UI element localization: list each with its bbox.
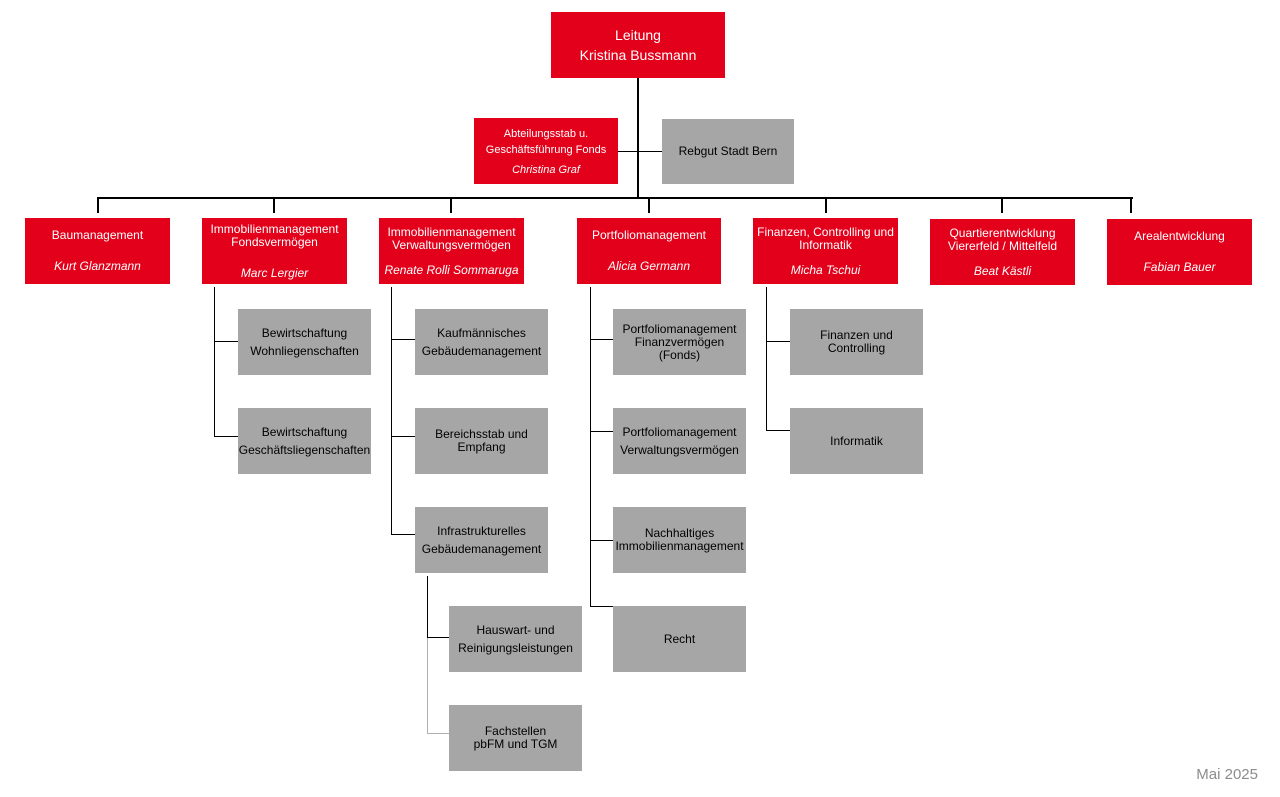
department-title: Immobilienmanagement Fondsvermögen: [210, 221, 339, 249]
connector-finanzen-1: [766, 341, 790, 342]
connector-fonds-2: [214, 436, 238, 437]
department-head: Micha Tschui: [790, 262, 861, 277]
unit-label: Informatik: [830, 433, 883, 448]
rebgut-box: Rebgut Stadt Bern: [662, 119, 794, 184]
connector-verwaltung-1: [391, 339, 415, 340]
unit-label: Fachstellen pbFM und TGM: [473, 724, 558, 751]
leitung-box: Leitung Kristina Bussmann: [551, 12, 725, 78]
department-finanzen: Finanzen, Controlling und Informatik Mic…: [753, 218, 898, 284]
connector-portfolio-4: [590, 606, 613, 607]
unit-portfolio-verwaltungsvermoegen: Portfoliomanagement Verwaltungsvermögen: [613, 408, 746, 474]
unit-recht: Recht: [613, 606, 746, 672]
unit-label: Nachhaltiges Immobilienmanagement: [615, 526, 744, 553]
connector-verwaltung-vertical: [391, 287, 392, 535]
department-head: Marc Lergier: [240, 265, 309, 280]
connector-bar-drop-1: [97, 197, 99, 213]
leitung-name: Kristina Bussmann: [579, 47, 697, 63]
connector-bar-drop-2: [273, 197, 275, 213]
unit-wohnliegenschaften: Bewirtschaftung Wohnliegenschaften: [238, 309, 371, 375]
unit-geschaeftsliegenschaften: Bewirtschaftung Geschäftsliegenschaften: [238, 408, 371, 474]
unit-label: Hauswart- und Reinigungsleistungen: [458, 623, 573, 655]
department-head: Renate Rolli Sommaruga: [384, 262, 519, 277]
connector-bar-drop-3: [450, 197, 452, 213]
connector-verwaltung-3: [391, 534, 415, 535]
unit-label: Recht: [663, 631, 696, 646]
unit-label: Infrastrukturelles Gebäudemanagement: [421, 524, 542, 556]
date-footer: Mai 2025: [1196, 766, 1258, 783]
department-areal: Arealentwicklung Fabian Bauer: [1107, 219, 1252, 285]
department-title: Baumanagement: [51, 228, 144, 242]
unit-finanzen-controlling: Finanzen und Controlling: [790, 309, 923, 375]
department-title: Immobilienmanagement Verwaltungsvermögen: [387, 224, 516, 252]
unit-label: Bereichsstab und Empfang: [435, 427, 528, 454]
unit-label: Kaufmännisches Gebäudemanagement: [421, 326, 542, 358]
unit-infrastrukturelles-gm: Infrastrukturelles Gebäudemanagement: [415, 507, 548, 573]
connector-fonds-vertical: [214, 287, 215, 437]
connector-bar-drop-4: [648, 197, 650, 213]
connector-top-vertical: [637, 78, 639, 198]
connector-bar-drop-6: [1001, 197, 1003, 213]
unit-fachstellen: Fachstellen pbFM und TGM: [449, 705, 582, 771]
leitung-title: Leitung: [615, 27, 661, 43]
connector-bar-drop-7: [1130, 197, 1132, 213]
connector-finanzen-vertical: [766, 287, 767, 431]
connector-portfolio-2: [590, 431, 613, 432]
department-title: Finanzen, Controlling und Informatik: [757, 224, 894, 252]
unit-label: Portfoliomanagement Finanzvermögen (Fond…: [622, 321, 737, 362]
unit-informatik: Informatik: [790, 408, 923, 474]
connector-infra-vertical-bottom: [427, 638, 428, 734]
department-immobilien-verwaltung: Immobilienmanagement Verwaltungsvermögen…: [379, 218, 524, 284]
department-title: Portfoliomanagement: [591, 228, 707, 242]
connector-infra-1: [427, 637, 449, 638]
department-portfolio: Portfoliomanagement Alicia Germann: [577, 218, 721, 284]
department-title: Arealentwicklung: [1134, 229, 1225, 243]
connector-verwaltung-2: [391, 436, 415, 437]
unit-label: Bewirtschaftung Geschäftsliegenschaften: [238, 425, 371, 457]
department-head: Kurt Glanzmann: [54, 259, 141, 273]
connector-fonds-1: [214, 341, 238, 342]
unit-hauswart: Hauswart- und Reinigungsleistungen: [449, 606, 582, 672]
unit-label: Portfoliomanagement Verwaltungsvermögen: [620, 425, 739, 457]
department-head: Beat Kästli: [973, 263, 1032, 278]
department-quartier: Quartierentwicklung Viererfeld / Mittelf…: [930, 219, 1075, 285]
connector-infra-2: [427, 733, 449, 734]
staff-title: Abteilungsstab u. Geschäftsführung Fonds: [485, 127, 607, 156]
unit-label: Bewirtschaftung Wohnliegenschaften: [250, 326, 359, 358]
connector-staff: [618, 151, 662, 152]
connector-bar-drop-5: [825, 197, 827, 213]
rebgut-title: Rebgut Stadt Bern: [678, 144, 778, 158]
department-immobilien-fonds: Immobilienmanagement Fondsvermögen Marc …: [202, 218, 347, 284]
department-title: Quartierentwicklung Viererfeld / Mittelf…: [947, 225, 1058, 253]
unit-kaufmaennisches-gm: Kaufmännisches Gebäudemanagement: [415, 309, 548, 375]
connector-portfolio-vertical: [590, 287, 591, 607]
department-head: Alicia Germann: [607, 259, 691, 273]
staff-name: Christina Graf: [512, 163, 580, 176]
connector-portfolio-3: [590, 540, 613, 541]
unit-portfolio-finanzvermoegen: Portfoliomanagement Finanzvermögen (Fond…: [613, 309, 746, 375]
connector-finanzen-2: [766, 430, 790, 431]
unit-nachhaltiges: Nachhaltiges Immobilienmanagement: [613, 507, 746, 573]
department-baumanagement: Baumanagement Kurt Glanzmann: [25, 218, 170, 284]
department-head: Fabian Bauer: [1143, 260, 1216, 274]
connector-portfolio-1: [590, 339, 613, 340]
unit-label: Finanzen und Controlling: [820, 328, 893, 355]
staff-box: Abteilungsstab u. Geschäftsführung Fonds…: [474, 118, 618, 184]
connector-horizontal-bar: [97, 197, 1133, 199]
connector-infra-vertical-top: [427, 576, 428, 638]
unit-bereichsstab: Bereichsstab und Empfang: [415, 408, 548, 474]
